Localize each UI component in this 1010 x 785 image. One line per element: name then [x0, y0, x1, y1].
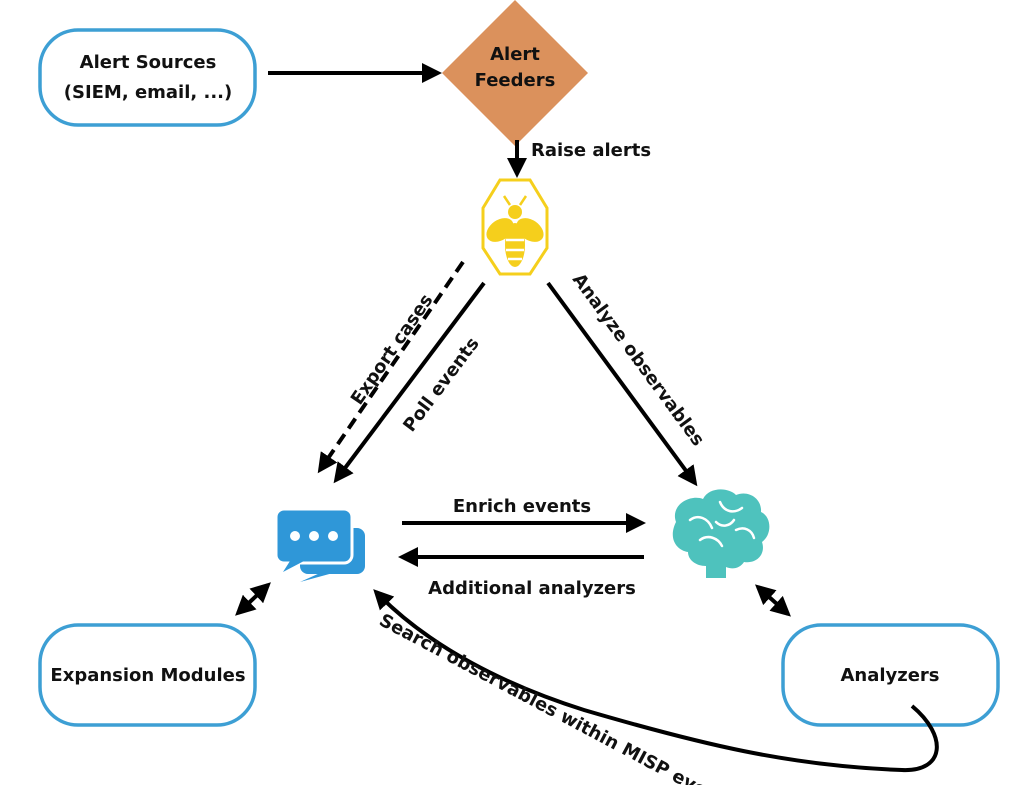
alert-sources-title: Alert Sources — [80, 52, 217, 73]
alert-feeders-title-1: Alert — [490, 44, 540, 65]
alert-sources-subtitle: (SIEM, email, ...) — [64, 82, 233, 103]
analyzers-label: Analyzers — [840, 665, 939, 686]
chat-bubbles-icon — [274, 507, 365, 582]
search-observables-arrow — [373, 589, 939, 773]
brain-analyzers-arrow — [755, 584, 791, 617]
search-observables-label: Search observables within MISP events — [376, 610, 739, 785]
chat-expansion-arrow — [235, 582, 271, 616]
alert-feeders-title-2: Feeders — [475, 70, 556, 91]
poll-events-label: Poll events — [399, 334, 483, 436]
analyze-observables-arrow — [546, 281, 698, 487]
expansion-modules-node: Expansion Modules — [38, 623, 257, 727]
enrich-events-label: Enrich events — [453, 496, 591, 517]
export-cases-arrow — [317, 260, 465, 474]
feeder-diamond — [442, 0, 588, 146]
poll-events-arrow — [333, 281, 486, 484]
raise-alerts-label: Raise alerts — [531, 140, 651, 161]
analyzers-node: Analyzers — [781, 623, 1000, 727]
alert-sources-node: Alert Sources (SIEM, email, ...) — [38, 28, 257, 127]
expansion-modules-label: Expansion Modules — [50, 665, 245, 686]
additional-analyzers-label: Additional analyzers — [428, 578, 636, 599]
brain-icon — [672, 489, 770, 578]
analyze-observables-label: Analyze observables — [568, 270, 708, 451]
alert-feeders-node: Alert Feeders — [442, 0, 588, 146]
bee-icon — [481, 178, 549, 276]
